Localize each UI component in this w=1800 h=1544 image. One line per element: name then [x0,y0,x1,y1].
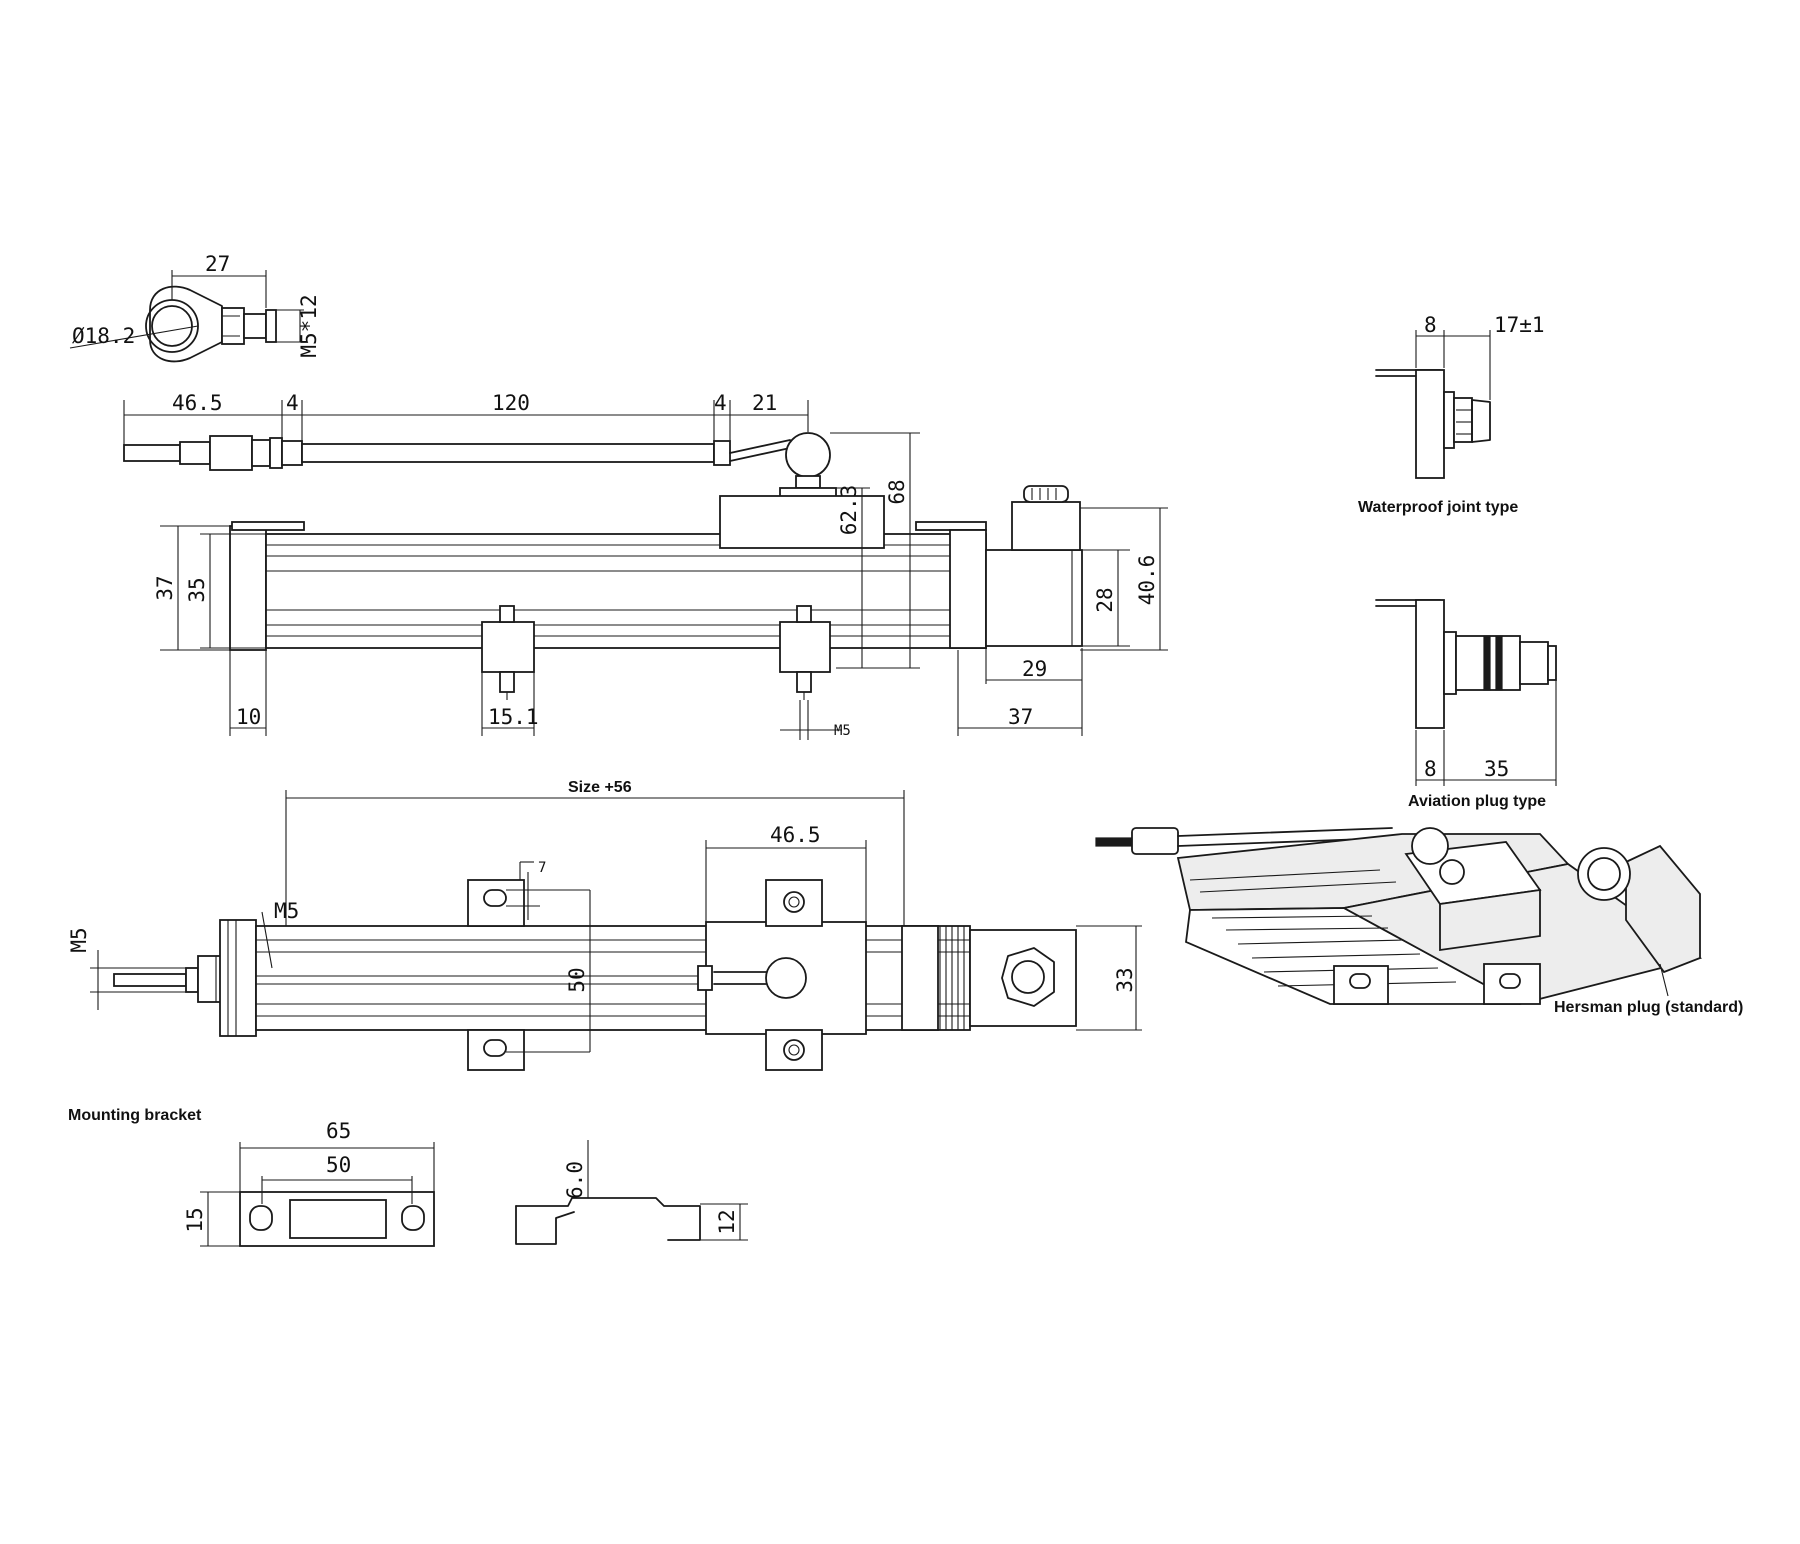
dim-size-plus-56: Size +56 [568,779,632,796]
rod-assembly [123,400,920,501]
dim-eye-width: 27 [205,252,230,276]
mounting-bracket-detail [200,1140,748,1247]
dim-height-37: 37 [153,575,177,600]
dim-rod-gap-right: 4 [714,391,727,415]
rod-eye-detail [69,270,304,363]
waterproof-joint-detail [1375,330,1491,479]
dim-top-m5: M5 [274,899,299,923]
sensor-body-front [229,485,1083,700]
label-mounting-bracket: Mounting bracket [68,1107,202,1124]
dim-av-35: 35 [1484,757,1509,781]
dim-thread-m5-small: M5 [834,723,851,739]
aviation-plug-detail [1375,599,1557,786]
dim-rod-right: 21 [752,391,777,415]
dim-height-35: 35 [185,577,209,602]
dim-mb-12: 12 [715,1209,739,1234]
dim-wp-17: 17±1 [1494,313,1545,337]
dim-mb-65: 65 [326,1119,351,1143]
isometric-view [1095,827,1703,1005]
dim-av-8: 8 [1424,757,1437,781]
dim-slider-46-5: 46.5 [770,823,821,847]
sensor-body-top [113,879,1077,1071]
dim-span-50: 50 [565,967,589,992]
dim-height-62-3: 62.3 [837,485,861,536]
label-waterproof: Waterproof joint type [1358,499,1518,516]
dim-mb-6-0: 6.0 [563,1161,587,1199]
dim-height-33: 33 [1113,967,1137,992]
label-hersman: Hersman plug (standard) [1554,999,1743,1016]
label-aviation: Aviation plug type [1408,793,1546,810]
dim-width-37: 37 [1008,705,1033,729]
dim-rod-stroke: 120 [492,391,530,415]
dim-end-10: 10 [236,705,261,729]
dim-rod-gap-left: 4 [286,391,299,415]
dim-height-40-6: 40.6 [1135,555,1159,606]
dim-mb-50: 50 [326,1153,351,1177]
dim-width-29: 29 [1022,657,1047,681]
front-dimension-lines [160,433,1168,740]
dim-height-28: 28 [1093,587,1117,612]
dim-height-68: 68 [885,479,909,504]
dim-left-m5: M5 [67,927,91,952]
dim-eye-diameter: Ø18.2 [72,324,135,348]
dim-slot-7: 7 [538,860,546,876]
dim-rod-left: 46.5 [172,391,223,415]
dim-eye-thread: M5*12 [297,294,321,357]
dim-wp-8: 8 [1424,313,1437,337]
dim-bracket-15-1: 15.1 [488,705,539,729]
top-dimension-lines [90,790,1142,1053]
dim-mb-15: 15 [183,1207,207,1232]
